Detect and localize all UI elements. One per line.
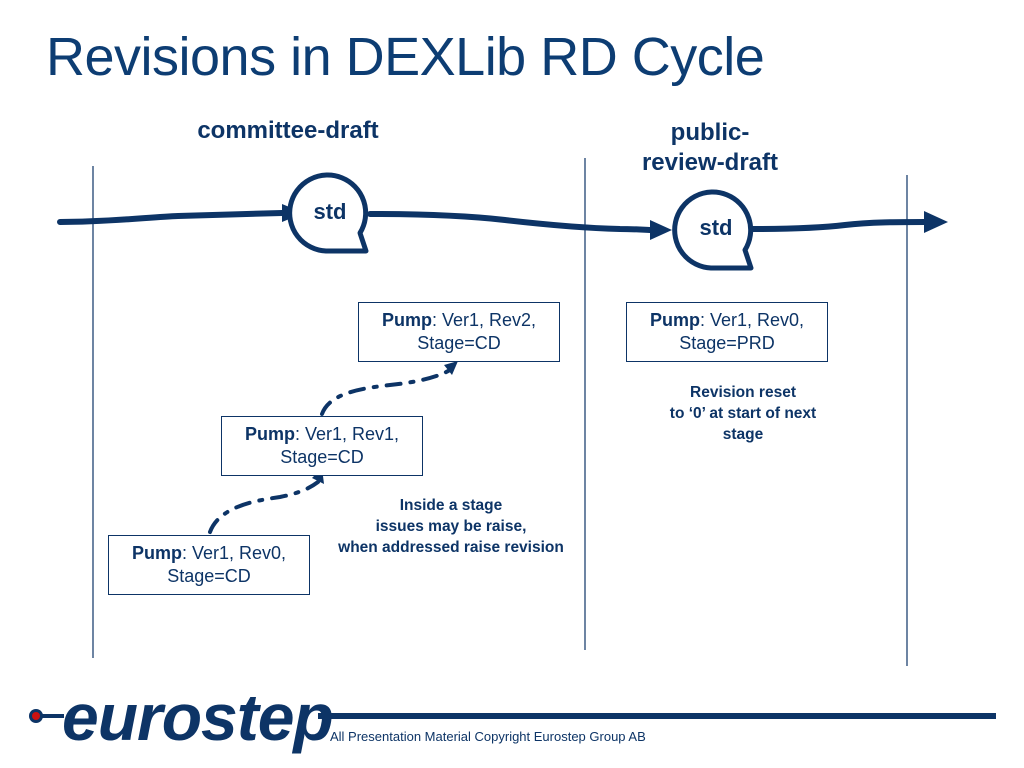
eurostep-logo: eurostep (62, 680, 334, 754)
pump-stage: Stage=PRD (679, 333, 775, 353)
note-inside-stage-line3: when addressed raise revision (338, 539, 564, 556)
stage-label-committee-draft-text: committee-draft (197, 117, 379, 144)
flow-line-segment-1 (57, 210, 285, 225)
std-bubble-2 (672, 189, 754, 271)
pump-name: Pump (649, 310, 700, 330)
stage-label-committee-draft: committee-draft (178, 116, 398, 146)
note-revision-reset-line2: to ‘0’ at start of next (669, 405, 817, 422)
stage-label-public-review-line2: review-draft (641, 149, 779, 176)
flow-arrowhead-3 (924, 211, 948, 233)
pump-stage: Stage=CD (167, 566, 251, 586)
copyright-text: All Presentation Material Copyright Euro… (330, 729, 646, 744)
std-bubble-1 (287, 172, 369, 254)
pump-name: Pump (244, 424, 295, 444)
note-revision-reset-line3: stage (722, 426, 764, 443)
pump-box-rev1: Pump: Ver1, Rev1, Stage=CD (221, 416, 423, 476)
flow-arrowhead-2 (650, 220, 672, 240)
note-inside-stage: Inside a stage issues may be raise, when… (320, 495, 582, 558)
std-label-1: std (313, 199, 347, 224)
note-inside-stage-line2: issues may be raise, (375, 518, 527, 535)
revision-arc-arrowhead-2 (444, 361, 458, 375)
pump-stage: Stage=CD (280, 447, 364, 467)
page-title: Revisions in DEXLib RD Cycle (46, 27, 765, 87)
red-dot-icon-inner (32, 712, 40, 720)
note-revision-reset: Revision reset to ‘0’ at start of next s… (643, 382, 843, 445)
revision-arc-rev0-to-rev1 (208, 480, 320, 534)
pump-name: Pump (131, 543, 182, 563)
pump-stage: Stage=CD (417, 333, 501, 353)
note-inside-stage-line1: Inside a stage (399, 497, 503, 514)
pump-version: : Ver1, Rev2, (431, 310, 537, 330)
pump-version: : Ver1, Rev1, (294, 424, 400, 444)
pump-box-rev0: Pump: Ver1, Rev0, Stage=CD (108, 535, 310, 595)
pump-version: : Ver1, Rev0, (181, 543, 287, 563)
pump-version: : Ver1, Rev0, (699, 310, 805, 330)
flow-line-segment-3 (749, 219, 928, 232)
std-label-2: std (699, 215, 733, 240)
revision-arc-rev1-to-rev2 (320, 368, 452, 416)
stage-label-public-review-line1: public- (670, 119, 750, 146)
pump-box-rev2: Pump: Ver1, Rev2, Stage=CD (358, 302, 560, 362)
pump-name: Pump (381, 310, 432, 330)
note-revision-reset-line1: Revision reset (690, 384, 796, 401)
pump-box-prd: Pump: Ver1, Rev0, Stage=PRD (626, 302, 828, 362)
flow-line-segment-2 (367, 211, 655, 233)
stage-label-public-review-draft: public- review-draft (610, 118, 810, 178)
